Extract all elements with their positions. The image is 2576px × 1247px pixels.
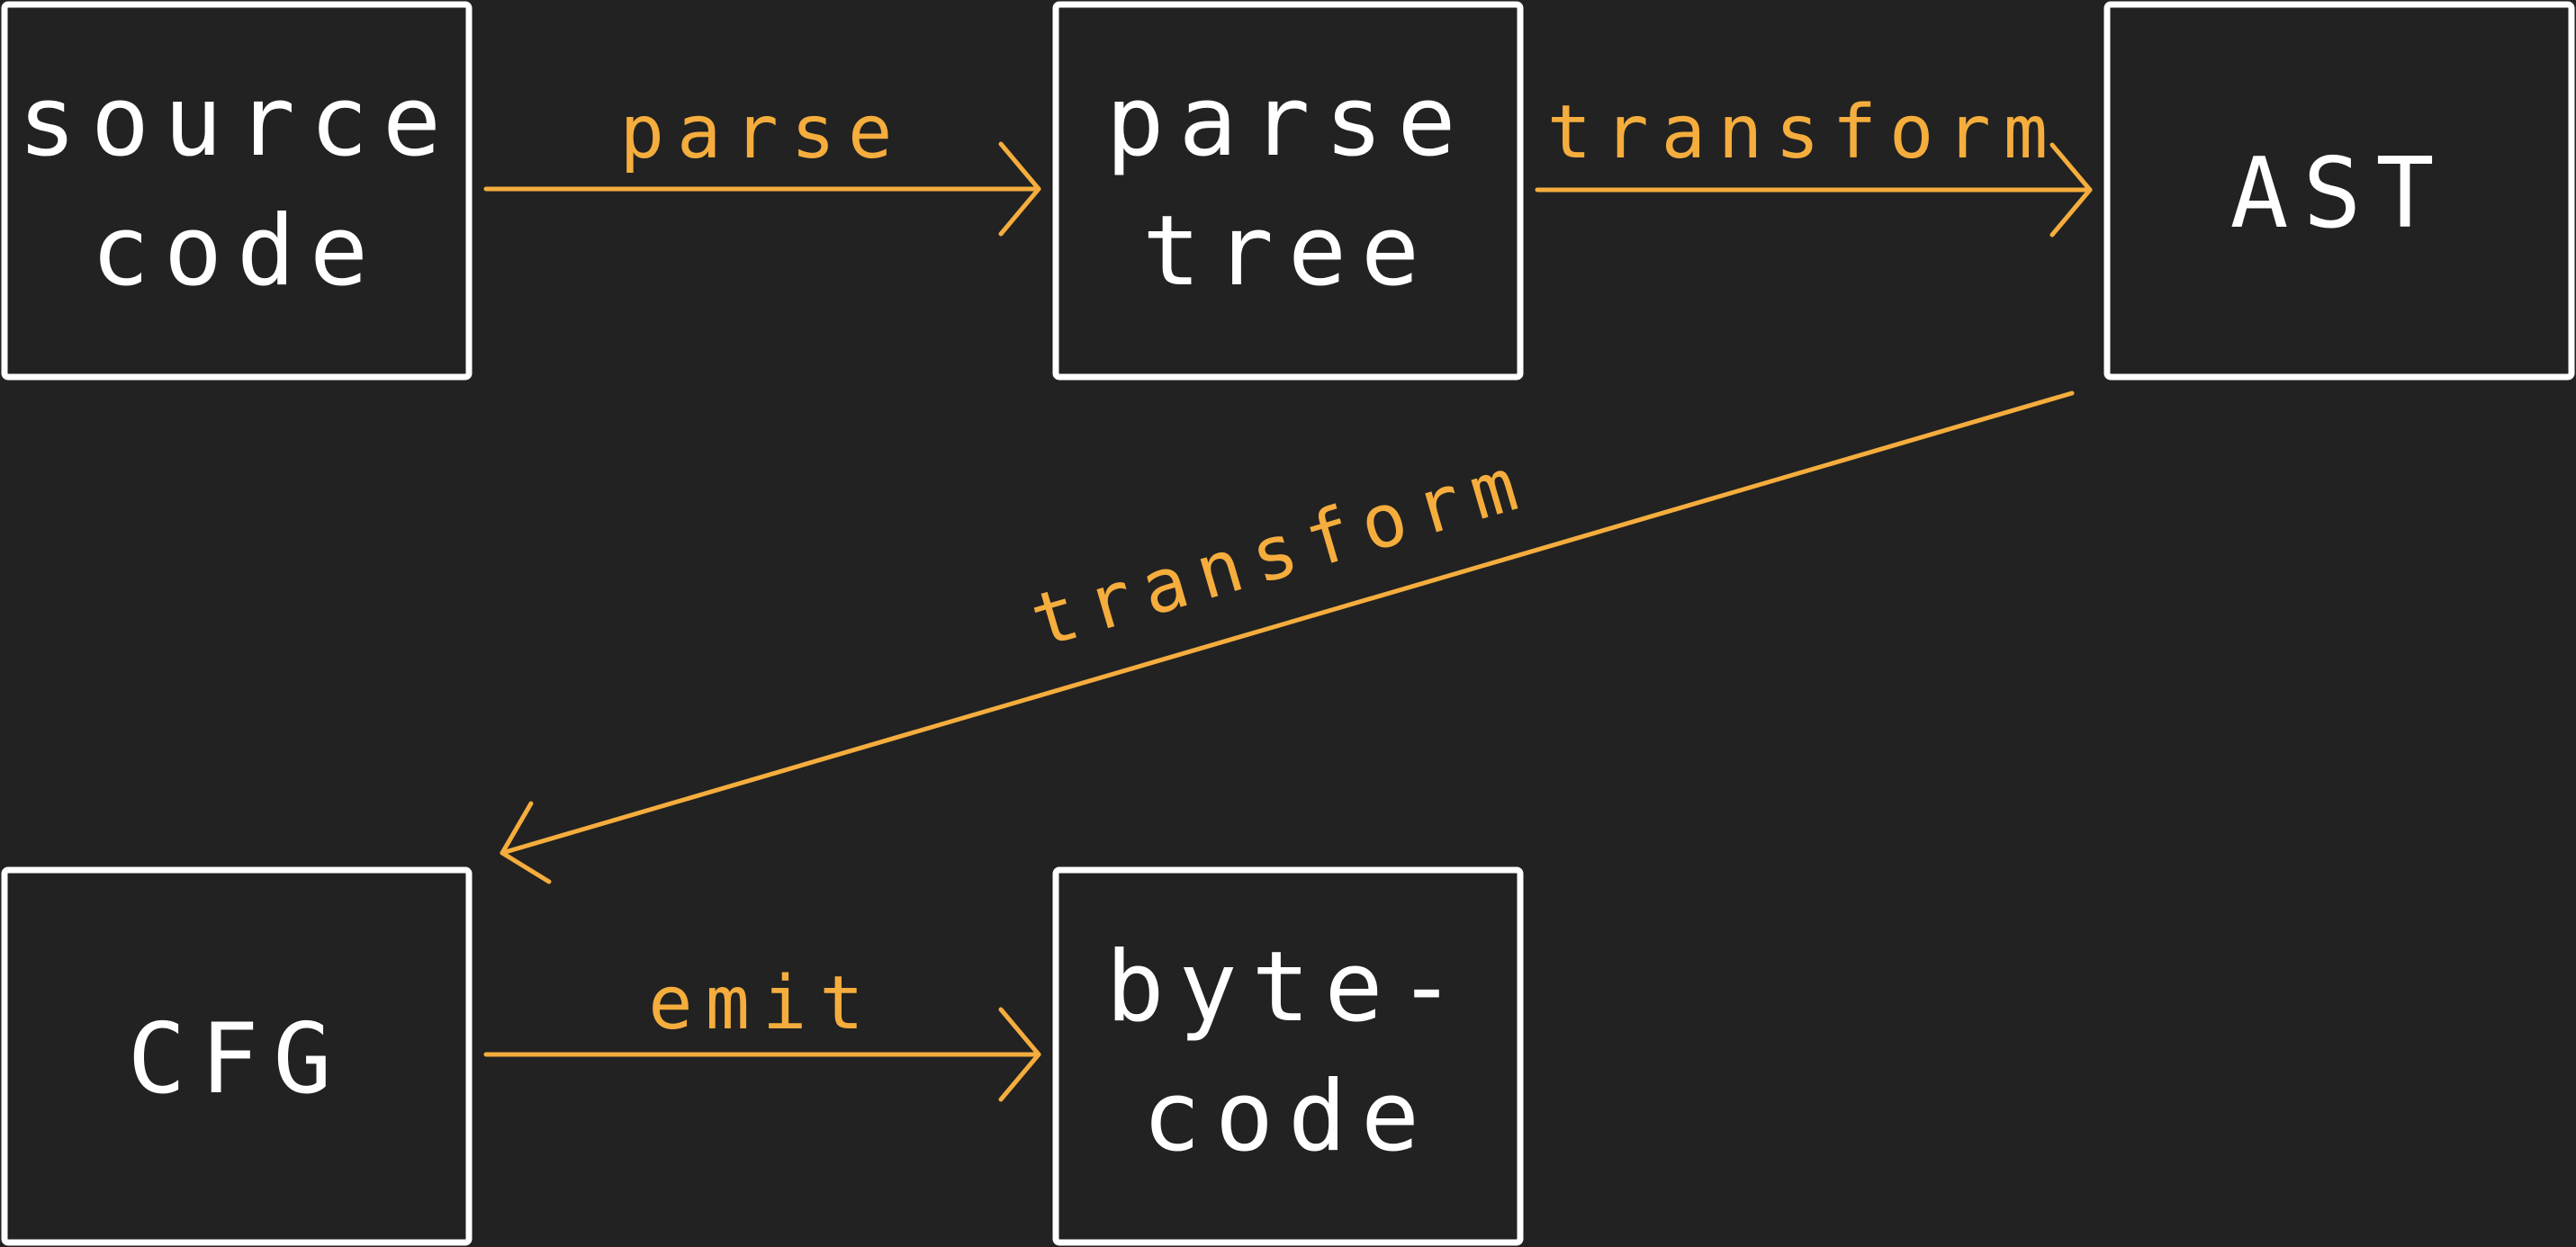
edge-cfg-to-bytecode: emit bbox=[483, 961, 1041, 1102]
node-ast-box bbox=[2103, 1, 2575, 381]
node-parse-tree-box bbox=[1052, 1, 1524, 381]
edge-parse-to-ast: transform bbox=[1535, 90, 2093, 238]
node-source-code-line-1: source bbox=[18, 66, 455, 178]
node-source-code-line-2: code bbox=[91, 195, 383, 308]
node-cfg-box bbox=[1, 866, 473, 1246]
node-cfg-line-1: CFG bbox=[127, 1003, 346, 1116]
edge-ast-to-cfg-line bbox=[500, 390, 2075, 856]
node-bytecode: byte- code bbox=[1052, 866, 1524, 1246]
node-ast-line-1: AST bbox=[2229, 138, 2448, 250]
node-bytecode-line-2: code bbox=[1142, 1061, 1434, 1173]
node-parse-tree: parse tree bbox=[1052, 1, 1524, 381]
edge-source-to-parse-label: parse bbox=[620, 90, 905, 175]
node-source-code-box bbox=[1, 1, 473, 381]
node-bytecode-box bbox=[1052, 866, 1524, 1246]
edge-source-to-parse-arrowhead bbox=[998, 141, 1041, 237]
edge-source-to-parse: parse bbox=[483, 90, 1041, 237]
edge-parse-to-ast-label: transform bbox=[1547, 90, 2060, 175]
edge-ast-to-cfg-label: transform bbox=[1022, 439, 1538, 665]
node-ast: AST bbox=[2103, 1, 2575, 381]
edge-ast-to-cfg-arrowhead bbox=[500, 801, 552, 884]
node-parse-tree-line-2: tree bbox=[1142, 195, 1434, 308]
edge-cfg-to-bytecode-label: emit bbox=[648, 961, 876, 1046]
node-bytecode-line-1: byte- bbox=[1105, 931, 1470, 1044]
node-cfg: CFG bbox=[1, 866, 473, 1246]
edge-parse-to-ast-arrowhead bbox=[2049, 142, 2093, 238]
node-parse-tree-line-1: parse bbox=[1105, 66, 1470, 178]
edge-ast-to-cfg: transform bbox=[500, 390, 2075, 884]
node-source-code: source code bbox=[1, 1, 473, 381]
edge-cfg-to-bytecode-arrowhead bbox=[998, 1007, 1041, 1102]
